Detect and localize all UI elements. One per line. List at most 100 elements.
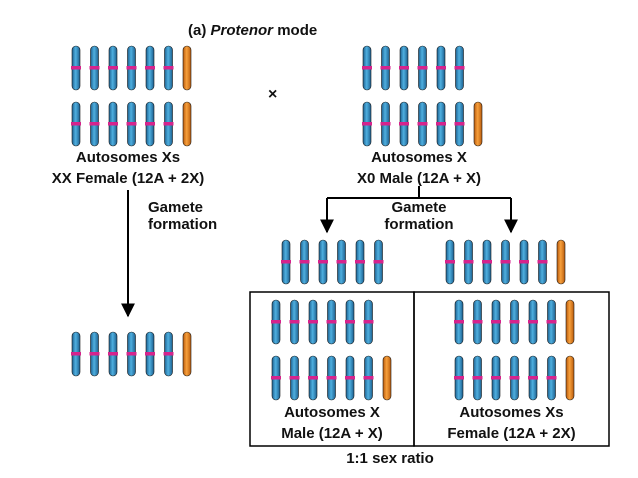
centromere <box>289 320 300 324</box>
centromere <box>126 122 137 126</box>
centromere <box>491 376 501 380</box>
centromere <box>345 320 355 324</box>
centromere <box>145 66 155 70</box>
title-italic: Protenor <box>210 22 274 39</box>
centromere <box>399 122 409 126</box>
centromere <box>89 122 100 126</box>
x-chromosome <box>182 101 192 147</box>
x-chromosome <box>182 45 192 91</box>
female-parent-label: Autosomes Xs XX Female (12A + 2X) <box>28 149 228 187</box>
centromere <box>454 320 464 324</box>
x-chromosome <box>565 355 575 401</box>
offspring-male-row-1 <box>271 299 374 345</box>
x-chromosome <box>473 101 483 147</box>
gamete-left-line1: Gamete <box>148 199 204 216</box>
centromere <box>271 376 281 380</box>
offspring-female-label: Autosomes Xs Female (12A + 2X) <box>414 404 609 442</box>
offspring-female-box <box>413 291 610 447</box>
centromere <box>108 66 118 70</box>
centromere <box>336 260 347 264</box>
centromere <box>345 376 355 380</box>
centromere <box>528 376 538 380</box>
centromere <box>363 320 374 324</box>
centromere <box>528 320 538 324</box>
female-parent-line2: XX Female (12A + 2X) <box>51 170 205 187</box>
male-parent-line1: Autosomes X <box>371 149 467 166</box>
male-gamete-row-1 <box>281 239 384 285</box>
centromere <box>500 260 511 264</box>
centromere <box>326 320 337 324</box>
centromere <box>281 260 291 264</box>
centromere <box>145 122 155 126</box>
centromere <box>71 122 81 126</box>
centromere <box>491 320 501 324</box>
centromere <box>454 122 465 126</box>
female-parent-row-1 <box>71 45 192 91</box>
centromere <box>519 260 529 264</box>
diagram-title: (a) Protenor mode <box>188 22 317 39</box>
female-parent-row-2 <box>71 101 192 147</box>
centromere <box>163 122 174 126</box>
centromere <box>289 376 300 380</box>
centromere <box>472 320 483 324</box>
gamete-right-label: Gamete formation <box>364 199 474 233</box>
centromere <box>126 352 137 356</box>
female-parent-line1: Autosomes Xs <box>75 149 181 166</box>
centromere <box>299 260 310 264</box>
centromere <box>509 320 520 324</box>
centromere <box>71 66 81 70</box>
centromere <box>318 260 328 264</box>
centromere <box>108 122 118 126</box>
title-prefix: (a) <box>188 22 207 39</box>
centromere <box>546 320 557 324</box>
centromere <box>363 376 374 380</box>
centromere <box>71 352 81 356</box>
centromere <box>145 352 155 356</box>
x-chromosome <box>382 355 392 401</box>
centromere <box>308 376 318 380</box>
offspring-female-line2: Female (12A + 2X) <box>447 425 576 442</box>
centromere <box>326 376 337 380</box>
offspring-male-line2: Male (12A + X) <box>281 425 383 442</box>
offspring-male-row-2 <box>271 355 392 401</box>
centromere <box>108 352 118 356</box>
female-gamete-row <box>71 331 192 377</box>
centromere <box>126 66 137 70</box>
centromere <box>546 376 557 380</box>
centromere <box>380 66 391 70</box>
offspring-male-label: Autosomes X Male (12A + X) <box>250 404 414 442</box>
centromere <box>163 352 174 356</box>
offspring-female-row-1 <box>454 299 575 345</box>
gamete-left-label: Gamete formation <box>148 199 217 233</box>
male-parent-label: Autosomes X X0 Male (12A + X) <box>324 149 514 187</box>
centromere <box>89 352 100 356</box>
centromere <box>454 66 465 70</box>
male-parent-line2: X0 Male (12A + X) <box>356 170 482 187</box>
x-chromosome <box>565 299 575 345</box>
centromere <box>355 260 365 264</box>
centromere <box>417 122 428 126</box>
centromere <box>436 66 446 70</box>
male-parent-row-1 <box>362 45 465 91</box>
gamete-right-line1: Gamete <box>391 199 447 216</box>
centromere <box>454 376 464 380</box>
centromere <box>509 376 520 380</box>
sex-ratio-label: 1:1 sex ratio <box>346 450 434 467</box>
offspring-female-line1: Autosomes Xs <box>459 404 564 421</box>
centromere <box>271 320 281 324</box>
centromere <box>89 66 100 70</box>
centromere <box>399 66 409 70</box>
centromere <box>373 260 384 264</box>
gamete-left-line2: formation <box>148 216 218 233</box>
x-chromosome <box>556 239 566 285</box>
centromere <box>537 260 548 264</box>
centromere <box>163 66 174 70</box>
centromere <box>308 320 318 324</box>
centromere <box>362 66 372 70</box>
cross-symbol: × <box>268 86 278 103</box>
gamete-right-line2: formation <box>384 216 454 233</box>
male-parent-row-2 <box>362 101 483 147</box>
offspring-male-line1: Autosomes X <box>284 404 380 421</box>
centromere <box>417 66 428 70</box>
